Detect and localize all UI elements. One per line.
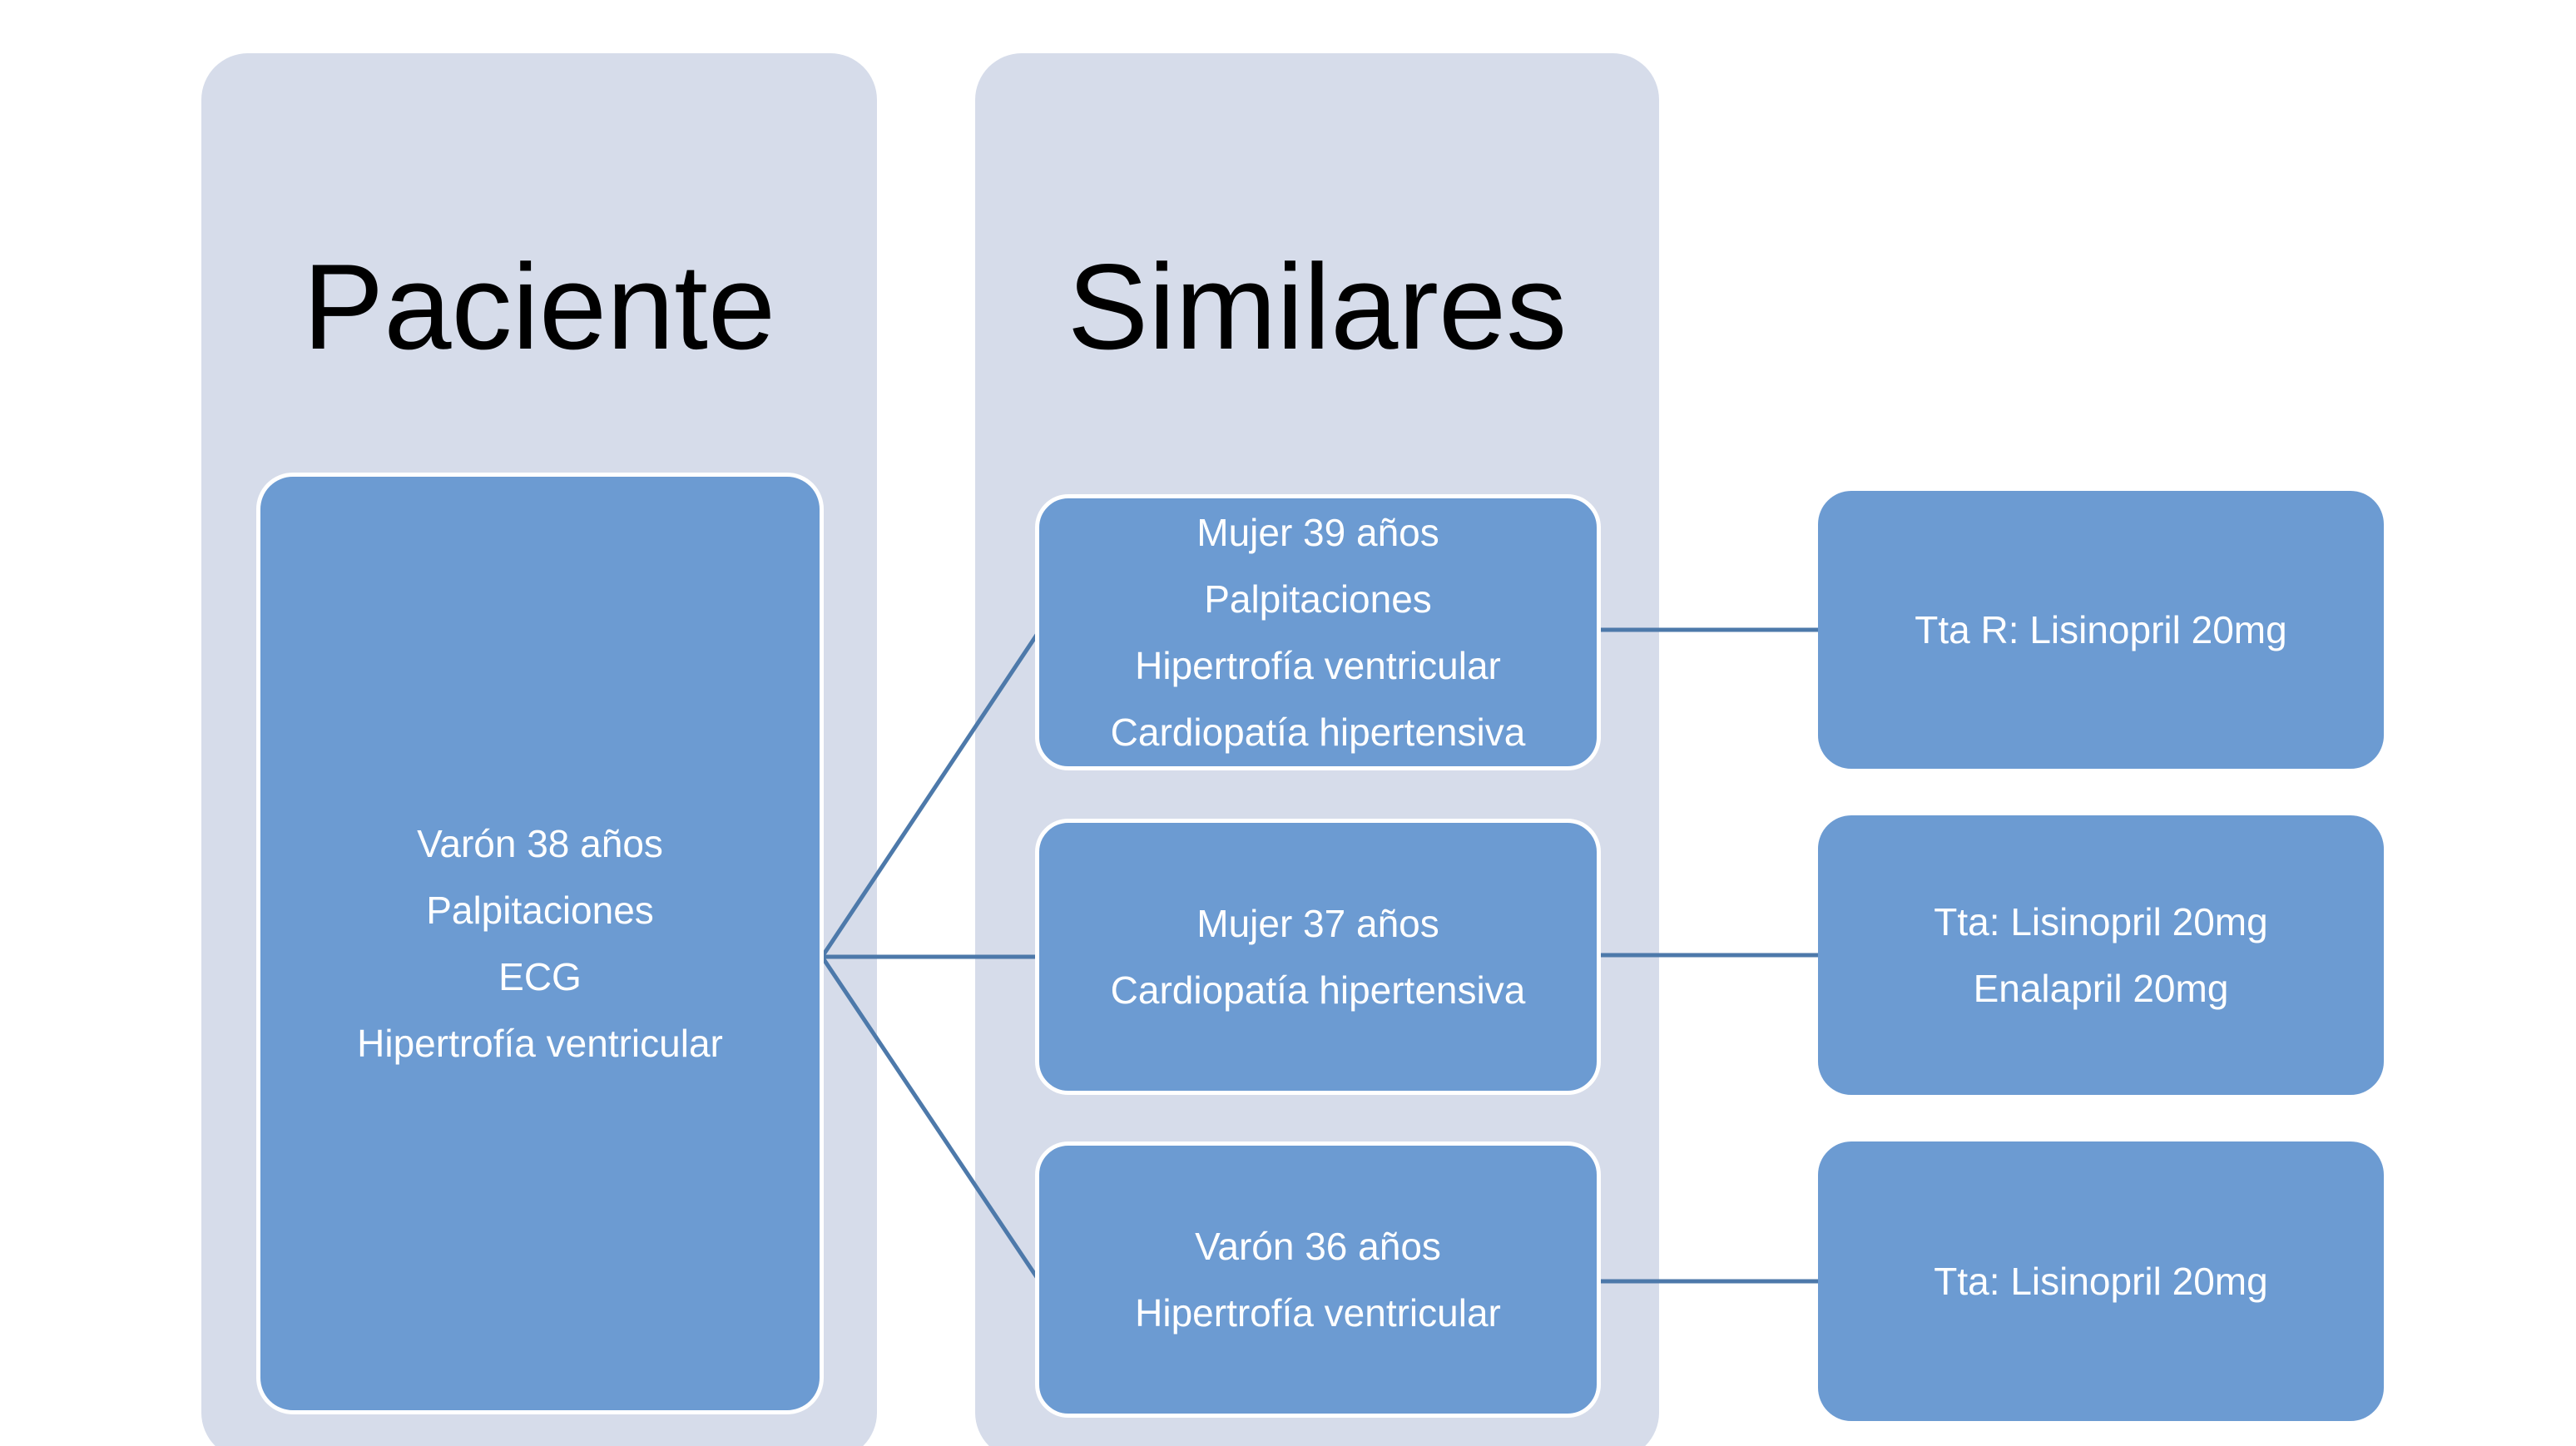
case-card-line: Hipertrofía ventricular [1135,1291,1501,1335]
treatment-card-line: Tta: Lisinopril 20mg [1934,1260,2268,1303]
patient-card-line: Hipertrofía ventricular [357,1022,723,1065]
panel-title-similares: Similares [1067,239,1568,374]
treatment-card-line: Tta R: Lisinopril 20mg [1915,608,2287,651]
connector-patient-case3 [820,955,1041,1281]
patient-card-line: ECG [498,955,582,998]
connector-patient-case1 [820,631,1041,958]
patient-card-line: Palpitaciones [426,889,654,932]
treatment-card-1: Tta R: Lisinopril 20mg [1818,491,2384,769]
treatment-card-line: Tta: Lisinopril 20mg [1934,900,2268,943]
treatment-card-2: Tta: Lisinopril 20mg Enalapril 20mg [1818,815,2384,1095]
case-card-line: Hipertrofía ventricular [1135,644,1501,687]
case-card-line: Varón 36 años [1195,1225,1441,1268]
case-card-line: Cardiopatía hipertensiva [1110,711,1526,754]
patient-card-line: Varón 38 años [417,822,663,865]
patient-card: Varón 38 años Palpitaciones ECG Hipertro… [256,473,824,1414]
panel-title-paciente: Paciente [302,239,776,374]
similar-case-card-1: Mujer 39 años Palpitaciones Hipertrofía … [1035,494,1601,770]
case-card-line: Mujer 37 años [1196,902,1439,945]
similar-case-card-3: Varón 36 años Hipertrofía ventricular [1035,1141,1601,1418]
treatment-card-line: Enalapril 20mg [1973,967,2229,1010]
case-card-line: Palpitaciones [1204,577,1432,621]
treatment-card-3: Tta: Lisinopril 20mg [1818,1141,2384,1421]
case-card-line: Mujer 39 años [1196,511,1439,554]
case-card-line: Cardiopatía hipertensiva [1110,968,1526,1012]
similar-case-card-2: Mujer 37 años Cardiopatía hipertensiva [1035,819,1601,1095]
